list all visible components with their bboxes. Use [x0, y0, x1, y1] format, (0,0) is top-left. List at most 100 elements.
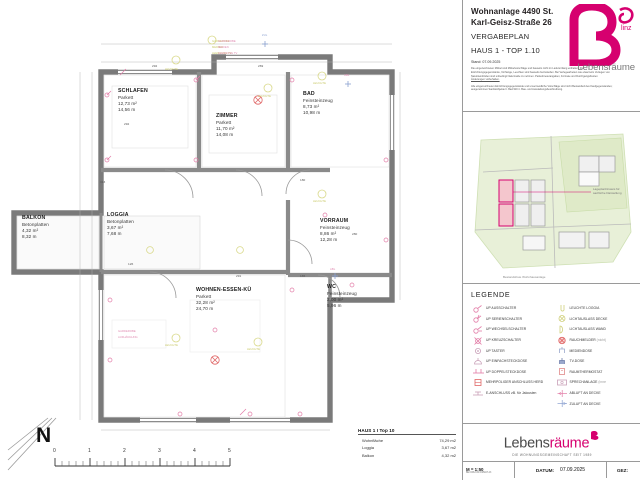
- area-value: 74,29 m2: [439, 437, 456, 443]
- room-label-wc: WC Feinsteinzeug 2,00 m² 5,96 m: [327, 284, 357, 309]
- lebensraeume-heart-logo: linz: [569, 4, 634, 66]
- scale-value: M = 1:50: [466, 466, 484, 472]
- room-area: 2,00 m²: [327, 296, 344, 302]
- room-label-schlafen: SCHLAFEN Parkett 12,73 m² 14,56 m: [118, 88, 148, 113]
- windows: [98, 54, 395, 423]
- intercom-icon: [555, 377, 570, 387]
- area-summary-row: Loggia 3,67 m2: [358, 445, 456, 450]
- annotation-leerdose-tv-pink: LEERDOSE TV: [218, 52, 238, 55]
- switch-cross-icon: [471, 335, 486, 345]
- room-area: 3,67 m²: [107, 224, 124, 230]
- room-finish: Betonplatten: [107, 218, 134, 224]
- annotation-leuchte-6: LEUCHTE: [258, 95, 271, 98]
- legend-column-right: LEUCHTE LOGGIA LICHTAUSLASS DECKE LICHTA…: [555, 303, 635, 409]
- area-label: Balkon: [362, 452, 375, 458]
- date-meta-cell: DATUM: 07.09.2025: [515, 462, 607, 479]
- blind-connect-icon: [471, 388, 486, 398]
- scale-tick-2: 2: [123, 448, 126, 454]
- supply-ceiling-icon: [555, 399, 570, 409]
- annotation-leuchte-4: LEUCHTE: [313, 200, 326, 203]
- drawn-by-label: GEZ:: [616, 467, 629, 473]
- legend-item: E-ANSCHLUSS zB. für Jalousien: [471, 388, 551, 399]
- scale-tick-3: 3: [158, 448, 161, 454]
- room-name: BALKON: [22, 215, 46, 221]
- legend-label-dim: (inne: [598, 380, 606, 385]
- legend-label: LICHTAUSLASS WAND: [569, 327, 606, 332]
- legend-label: RAUMTHERMOSTAT: [569, 369, 603, 374]
- callout-text-1: Lageplanhinweis für: [593, 187, 620, 191]
- legend-label: LEUCHTE LOGGIA: [569, 306, 600, 311]
- room-perimeter: 24,70 m: [196, 305, 214, 311]
- legend-item: UP SERIENSCHALTER: [471, 314, 551, 325]
- area-label: Wohnfläche: [362, 437, 384, 443]
- legend-item: UP KREUZSCHALTER: [471, 335, 551, 346]
- push-button-icon: [471, 346, 486, 356]
- tv-socket-icon: [555, 356, 570, 366]
- disclaimer-note-1: Die eingezeichneten Möbel sind Möbelvors…: [471, 67, 611, 81]
- switch-series-icon: [471, 314, 486, 324]
- room-perimeter: 14,08 m: [216, 131, 234, 137]
- room-finish: Parkett: [216, 119, 232, 125]
- dimension-text: 180: [300, 178, 306, 182]
- room-finish: Feinsteinzeug: [320, 224, 350, 230]
- annotation-abluft-bad: ABL: [344, 74, 350, 77]
- dimension-text: 292: [152, 64, 158, 68]
- dimension-text: 313: [100, 180, 106, 184]
- site-map-callout: Lageplanhinweis für sachliche Darstellun…: [513, 187, 622, 195]
- area-summary-header: HAUS 1 I Top 10: [358, 428, 456, 436]
- legend-label: ABLUFT AN DECKE: [569, 391, 601, 396]
- legend-label: UP WECHSELSCHALTER: [486, 327, 527, 332]
- exhaust-ceiling-icon: [555, 388, 570, 398]
- area-value: 4,32 m2: [441, 452, 456, 458]
- legend-label: ZULUFT AN DECKE: [569, 401, 601, 406]
- room-area: 11,70 m²: [216, 125, 235, 131]
- room-perimeter: 14,56 m: [118, 106, 136, 112]
- legend-item: UP DOPPELSTECKDOSE: [471, 367, 551, 378]
- drawn-by-meta-cell: GEZ:: [607, 462, 640, 478]
- annotation-zuluft: ZUL: [262, 34, 268, 37]
- legend-item: UP EINFACHSTECKDOSE: [471, 356, 551, 367]
- area-summary-row: Wohnfläche 74,29 m2: [358, 438, 456, 443]
- legend-item: ZULUFT AN DECKE: [555, 398, 635, 409]
- room-perimeter: 7,68 m: [107, 230, 122, 236]
- room-finish: Feinsteinzeug: [327, 290, 357, 296]
- room-label-vorraum: VORRAUM Feinsteinzeug 8,86 m² 12,28 m: [320, 218, 350, 243]
- room-perimeter: 8,32 m: [22, 233, 37, 239]
- room-area: 4,32 m²: [22, 227, 39, 233]
- annotation-leuchte-5: LEUCHTE: [313, 82, 326, 85]
- dimension-text: 291: [236, 274, 242, 278]
- date-label: DATUM:: [535, 467, 555, 473]
- room-name: ZIMMER: [216, 113, 238, 119]
- room-label-balkon: BALKON Betonplatten 4,32 m² 8,32 m: [22, 215, 49, 240]
- smoke-detector-icon: [555, 335, 570, 345]
- date-value: 07.09.2025: [560, 467, 586, 474]
- scale-tick-4: 4: [193, 448, 196, 454]
- room-area: 12,73 m²: [118, 100, 137, 106]
- media-socket-icon: [555, 346, 570, 356]
- door-swings: [149, 169, 341, 299]
- legend-label: RAUCHMELDER (nicht): [569, 338, 607, 343]
- disclaimer-note-2: Alle eingezeichneten Einrichtungsgegenst…: [471, 84, 613, 92]
- switch-two-way-icon: [471, 324, 486, 334]
- dimension-lines: [79, 43, 401, 431]
- legend-item: LICHTAUSLASS WAND: [555, 324, 635, 335]
- scale-tick-5: 5: [228, 448, 231, 454]
- footer-title-strip: Lebensräume DIE WOHNUNGSGEMEINSCHAFT SEI…: [463, 425, 640, 480]
- thermostat-icon: [555, 367, 570, 377]
- footer-logo-part1: Lebens: [503, 435, 550, 452]
- room-area: 32,28 m²: [196, 299, 215, 305]
- legend-label: LICHTAUSLASS DECKE: [569, 316, 608, 321]
- plan-type: VERGABEPLAN: [471, 31, 530, 41]
- room-finish: Betonplatten: [22, 221, 49, 227]
- scale-bar-numbers: 0 1 2 3 4 5: [48, 448, 231, 457]
- legend-item: RAUMTHERMOSTAT: [555, 367, 635, 378]
- legend-label: UP SERIENSCHALTER: [486, 316, 523, 321]
- stove-connect-icon: [471, 377, 486, 387]
- area-summary-table: HAUS 1 I Top 10 Wohnfläche 74,29 m2 Logg…: [358, 428, 456, 458]
- legend-item: MEHRPOLIGER ANSCHLUSS HERD: [471, 377, 551, 388]
- legend-item: LICHTAUSLASS DECKE: [555, 314, 635, 325]
- room-name: SCHLAFEN: [118, 88, 148, 94]
- legend-item: UP TASTER: [471, 345, 551, 356]
- room-name: LOGGIA: [107, 212, 129, 218]
- floor-plan-area: SCHLAFEN Parkett 12,73 m² 14,56 m ZIMMER…: [7, 34, 456, 471]
